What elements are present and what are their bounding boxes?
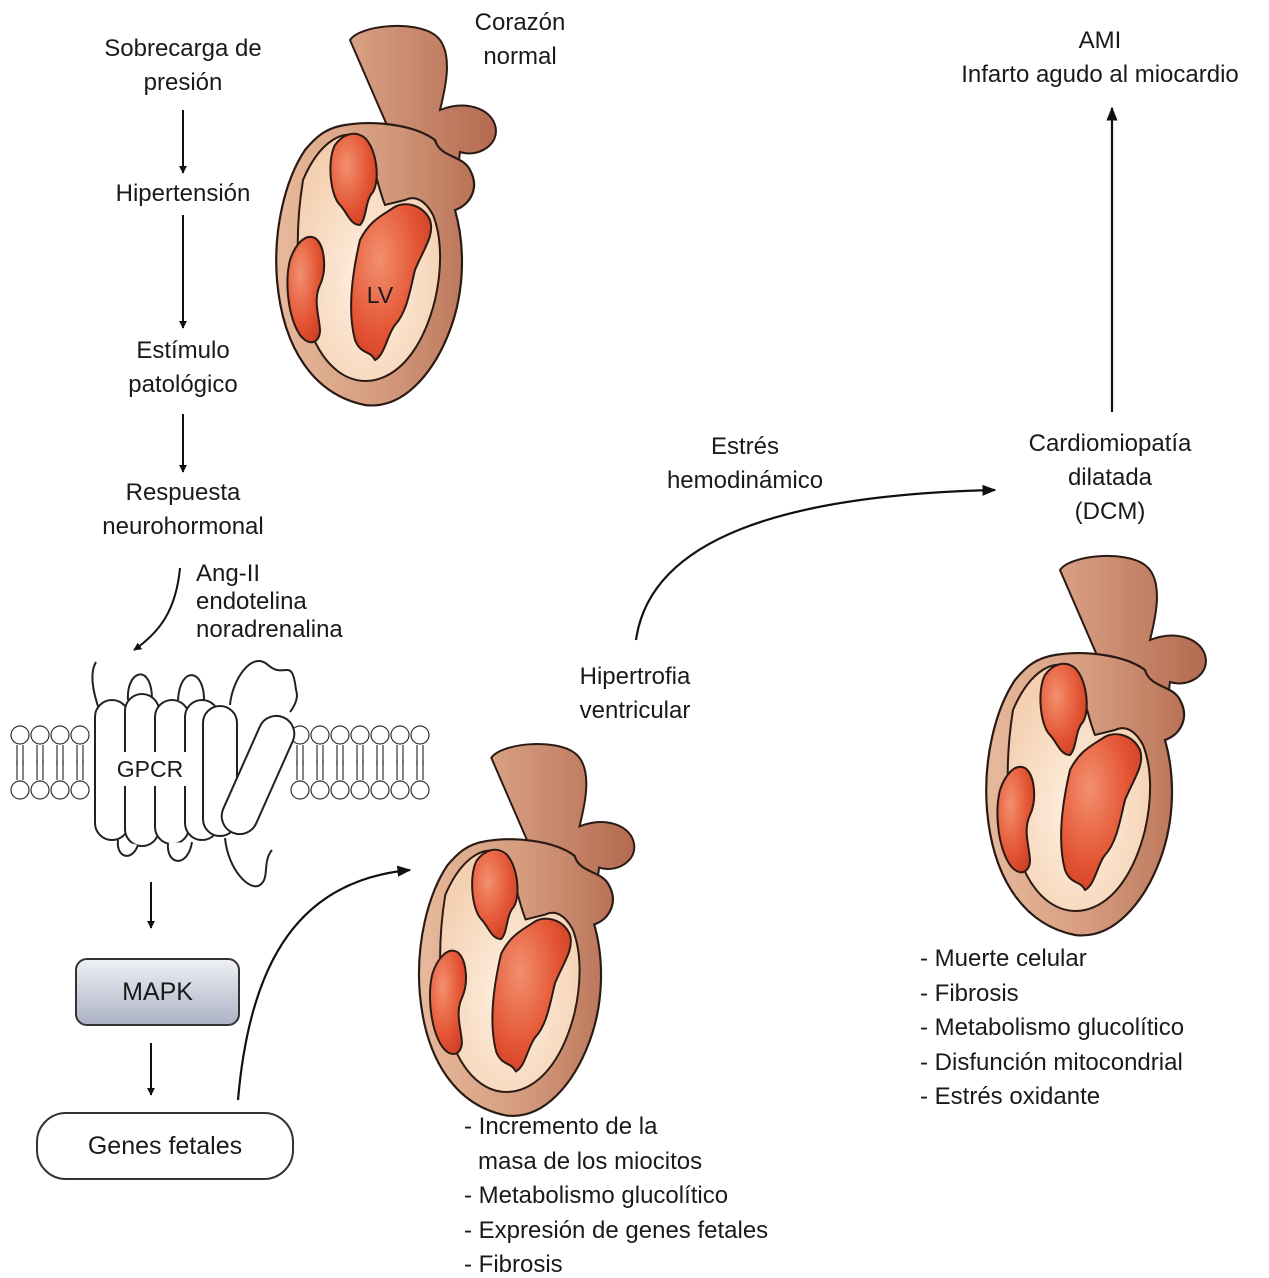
normal-heart-line1: Corazón xyxy=(420,6,620,40)
stimulus-line2: patológico xyxy=(78,368,288,402)
response-line1: Respuesta xyxy=(78,476,288,510)
response-label: Respuesta neurohormonal xyxy=(78,476,288,544)
normal-heart-label: Corazón normal xyxy=(420,6,620,74)
stress-line2: hemodinámico xyxy=(640,464,850,498)
ligand-endotelina: endotelina xyxy=(196,588,343,616)
phospholipid-head xyxy=(71,726,89,744)
hypertrophy-heart-illustration xyxy=(419,744,634,1116)
phospholipid-head xyxy=(371,781,389,799)
dcm-line3: (DCM) xyxy=(1005,495,1215,529)
arrow-hypertrophy-to-dcm xyxy=(636,490,995,640)
phospholipid-head xyxy=(411,726,429,744)
ami-label: AMI Infarto agudo al miocardio xyxy=(930,24,1269,92)
dcm-line2: dilatada xyxy=(1005,461,1215,495)
hypertrophy-feature-list: - Incremento de la masa de los miocitos … xyxy=(464,1110,768,1278)
phospholipid-head xyxy=(331,726,349,744)
phospholipid-head xyxy=(311,781,329,799)
phospholipid-head xyxy=(351,726,369,744)
phospholipid-head xyxy=(331,781,349,799)
stress-label: Estrés hemodinámico xyxy=(640,430,850,498)
phospholipid-head xyxy=(391,781,409,799)
hypertrophy-feature-item: - Expresión de genes fetales xyxy=(464,1214,768,1249)
overload-label: Sobrecarga de presión xyxy=(78,32,288,100)
ami-line1: AMI xyxy=(930,24,1269,58)
normal-heart-illustration xyxy=(276,26,496,405)
response-line2: neurohormonal xyxy=(78,510,288,544)
dcm-heart-illustration xyxy=(986,556,1206,935)
dcm-feature-item: - Estrés oxidante xyxy=(920,1080,1184,1115)
normal-heart-line2: normal xyxy=(420,40,620,74)
stimulus-label: Estímulo patológico xyxy=(78,334,288,402)
phospholipid-head xyxy=(31,726,49,744)
mapk-label: MAPK xyxy=(122,978,193,1007)
fetal-genes-box: Genes fetales xyxy=(36,1112,294,1180)
phospholipid-head xyxy=(411,781,429,799)
dcm-feature-item: - Disfunción mitocondrial xyxy=(920,1046,1184,1081)
gpcr-label: GPCR xyxy=(110,752,190,786)
ami-line2: Infarto agudo al miocardio xyxy=(930,58,1269,92)
mapk-box: MAPK xyxy=(75,958,240,1026)
ligand-ang-ii: Ang-II xyxy=(196,560,343,588)
arrow-ligands-to-gpcr xyxy=(134,568,180,650)
phospholipid-head xyxy=(311,726,329,744)
stress-line1: Estrés xyxy=(640,430,850,464)
hypertrophy-label: Hipertrofia ventricular xyxy=(540,660,730,728)
lv-label: LV xyxy=(355,278,405,312)
dcm-feature-item: - Metabolismo glucolítico xyxy=(920,1011,1184,1046)
fetal-genes-label: Genes fetales xyxy=(88,1132,242,1161)
phospholipid-head xyxy=(51,781,69,799)
dcm-label: Cardiomiopatía dilatada (DCM) xyxy=(1005,427,1215,529)
hypertrophy-feature-item: - Metabolismo glucolítico xyxy=(464,1179,768,1214)
ligand-noradrenalina: noradrenalina xyxy=(196,616,343,644)
phospholipid-head xyxy=(51,726,69,744)
phospholipid-head xyxy=(11,726,29,744)
phospholipid-head xyxy=(391,726,409,744)
stimulus-line1: Estímulo xyxy=(78,334,288,368)
arrow-genes-to-hypertrophy xyxy=(238,870,410,1100)
phospholipid-head xyxy=(11,781,29,799)
phospholipid-head xyxy=(31,781,49,799)
dcm-feature-list: - Muerte celular - Fibrosis - Metabolism… xyxy=(920,942,1184,1115)
overload-line2: presión xyxy=(78,66,288,100)
ligand-list: Ang-II endotelina noradrenalina xyxy=(196,560,343,644)
phospholipid-head xyxy=(291,781,309,799)
dcm-feature-item: - Muerte celular xyxy=(920,942,1184,977)
dcm-line1: Cardiomiopatía xyxy=(1005,427,1215,461)
hypertrophy-line2: ventricular xyxy=(540,694,730,728)
dcm-feature-item: - Fibrosis xyxy=(920,977,1184,1012)
phospholipid-head xyxy=(71,781,89,799)
phospholipid-head xyxy=(351,781,369,799)
hypertrophy-line1: Hipertrofia xyxy=(540,660,730,694)
hypertrophy-feature-item: - Fibrosis xyxy=(464,1248,768,1278)
overload-line1: Sobrecarga de xyxy=(78,32,288,66)
phospholipid-head xyxy=(371,726,389,744)
hypertrophy-feature-item: - Incremento de la xyxy=(464,1110,768,1145)
hypertension-label: Hipertensión xyxy=(78,177,288,211)
hypertrophy-feature-item: masa de los miocitos xyxy=(464,1145,768,1180)
